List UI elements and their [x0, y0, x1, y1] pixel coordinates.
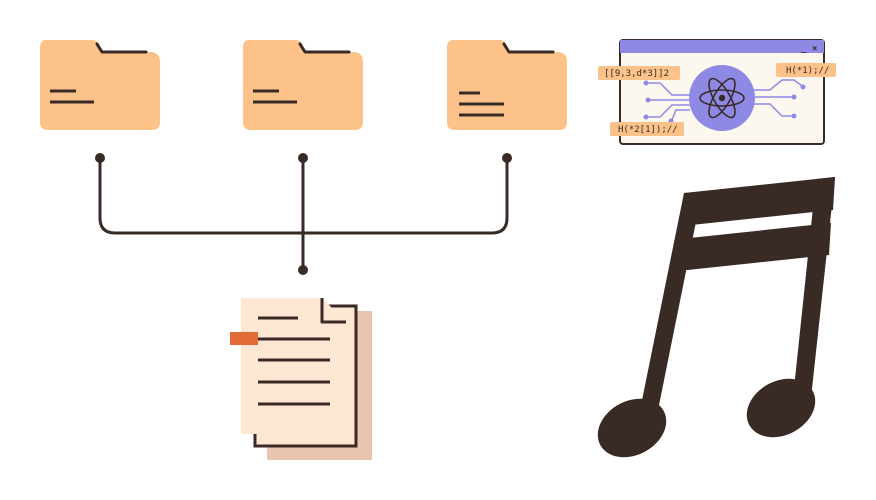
folder-icon-left	[40, 40, 160, 130]
circuit-traces	[648, 79, 803, 121]
window-titlebar	[620, 40, 824, 53]
svg-text:[[9,3,d*3]]2: [[9,3,d*3]]2	[604, 69, 669, 79]
document-stack-icon	[230, 298, 372, 460]
bookmark-tab	[230, 332, 258, 345]
code-label-3: H(*2[1]);//	[610, 122, 684, 136]
folder-icon-middle	[243, 40, 363, 130]
svg-text:H(*2[1]);//: H(*2[1]);//	[618, 125, 678, 135]
code-window-icon: _ ×	[598, 39, 836, 145]
folder-icon-right	[447, 40, 567, 130]
code-label-1: [[9,3,d*3]]2	[598, 66, 680, 80]
connector-lines	[98, 158, 509, 270]
connector-dots	[95, 153, 512, 275]
svg-text:H(*1);//: H(*1);//	[786, 66, 829, 76]
atom-icon	[689, 65, 755, 131]
music-note-icon	[597, 177, 835, 458]
code-label-2: H(*1);//	[776, 63, 836, 77]
close-icon: ×	[812, 44, 817, 54]
minimize-icon: _	[801, 44, 807, 54]
